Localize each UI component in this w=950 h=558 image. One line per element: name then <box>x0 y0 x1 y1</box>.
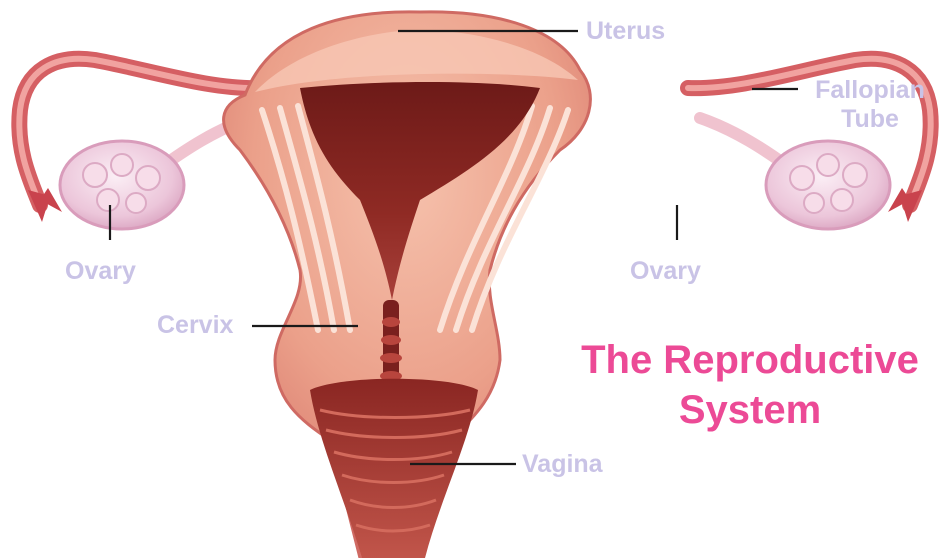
ovary-right-label: Ovary <box>630 257 701 286</box>
fallopian-tube-label: Fallopian Tube <box>805 76 935 134</box>
diagram-title: The Reproductive System <box>560 335 940 435</box>
diagram-title-line2: System <box>560 385 940 435</box>
diagram-title-line1: The Reproductive <box>560 335 940 385</box>
left-ovary <box>60 141 184 229</box>
right-ovary <box>766 141 890 229</box>
fallopian-tube-label-line1: Fallopian <box>805 76 935 105</box>
fallopian-tube-label-line2: Tube <box>805 105 935 134</box>
cervix-label: Cervix <box>157 311 233 340</box>
uterus-label: Uterus <box>586 17 665 46</box>
ovary-left-label: Ovary <box>65 257 136 286</box>
vagina-label: Vagina <box>522 450 603 479</box>
